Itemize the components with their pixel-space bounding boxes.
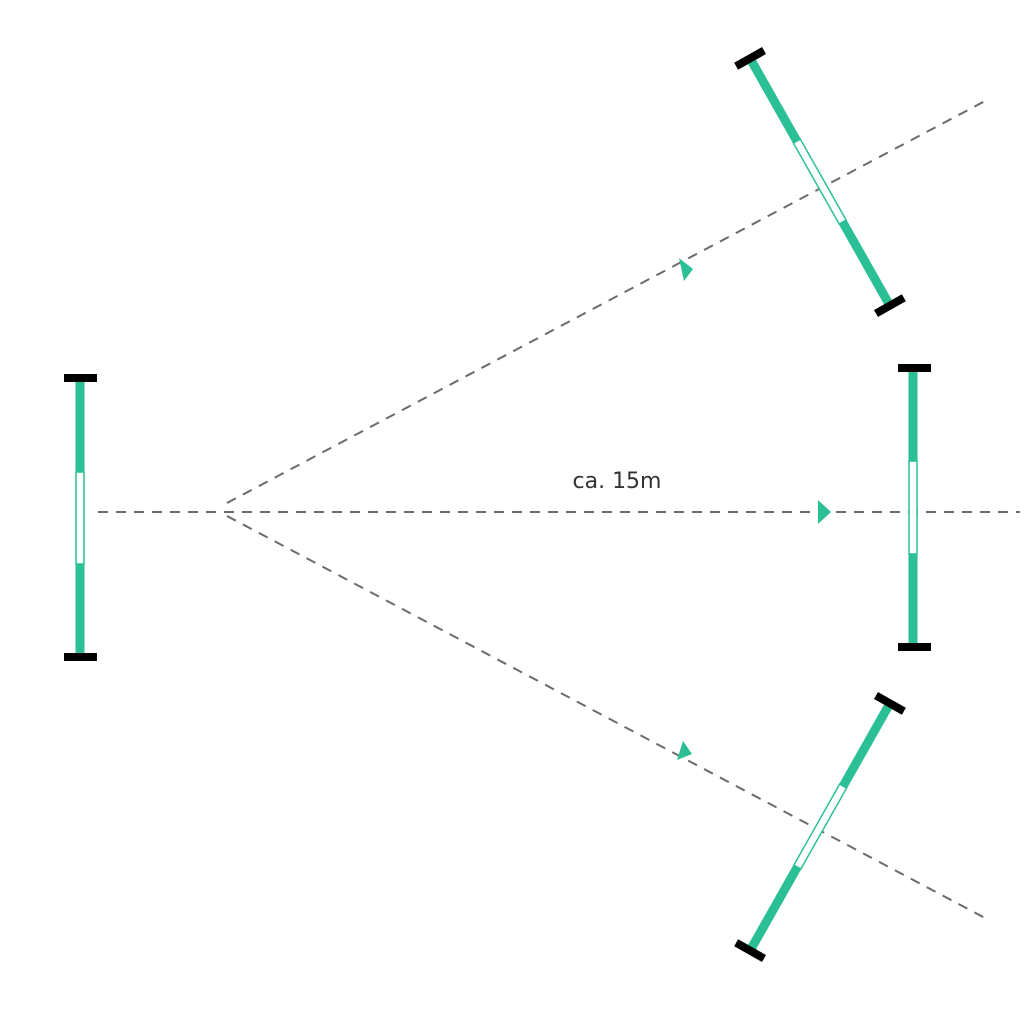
paths [98, 100, 1020, 919]
gate-start [64, 374, 97, 661]
arrows [677, 258, 831, 760]
gate-lower-cap-bottom [734, 939, 766, 962]
arrow-upper [679, 258, 693, 281]
arrow-lower [677, 741, 692, 760]
gate-center [898, 364, 931, 651]
path-upper [226, 100, 986, 504]
gate-upper-cap-bottom [874, 294, 906, 317]
gate-lower-cap-top [874, 692, 906, 715]
gate-upper-cap-top [734, 47, 766, 70]
distance-label: ca. 15m [573, 469, 662, 494]
gate-upper [734, 47, 906, 317]
path-lower [226, 515, 986, 919]
gate-lower [734, 692, 906, 962]
arrow-center [818, 500, 831, 524]
